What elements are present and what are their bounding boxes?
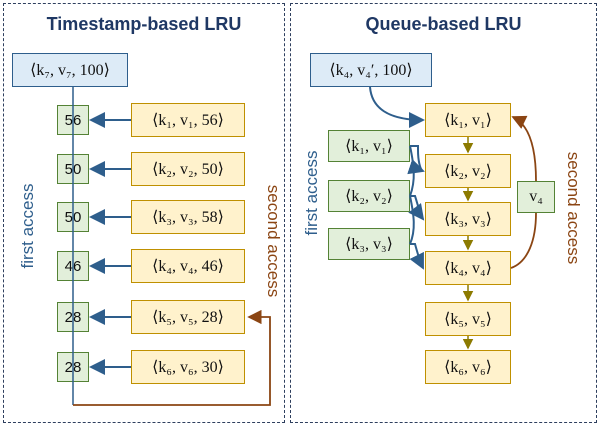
- timestamp-box: 28: [57, 302, 89, 332]
- queue-item: ⟨k₄, v₄⟩: [425, 251, 511, 285]
- first-access-item: ⟨k₂, v₂⟩: [328, 180, 410, 212]
- left-first-access-label: first access: [18, 183, 37, 269]
- first-access-item: ⟨k₁, v₁⟩: [328, 130, 410, 162]
- timestamp-lru-panel: Timestamp-based LRU: [3, 3, 285, 423]
- v4-box: v₄: [517, 181, 555, 213]
- left-kv-entry: ⟨k₅, v₅, 28⟩: [131, 300, 245, 334]
- left-kv-entry: ⟨k₂, v₂, 50⟩: [131, 152, 245, 186]
- timestamp-box: 56: [57, 105, 89, 135]
- queue-lru-title: Queue-based LRU: [365, 14, 522, 34]
- timestamp-box: 50: [57, 154, 89, 184]
- timestamp-box: 28: [57, 352, 89, 382]
- left-kv-entry: ⟨k₃, v₃, 58⟩: [131, 200, 245, 234]
- left-kv-entry: ⟨k₁, v₁, 56⟩: [131, 103, 245, 137]
- first-access-item: ⟨k₃, v₃⟩: [328, 228, 410, 260]
- left-second-access-label: second access: [264, 184, 283, 298]
- timestamp-lru-title: Timestamp-based LRU: [46, 14, 242, 34]
- left-kv-entry: ⟨k₄, v₄, 46⟩: [131, 249, 245, 283]
- timestamp-box: 50: [57, 202, 89, 232]
- queue-item: ⟨k₂, v₂⟩: [425, 154, 511, 188]
- right-top-entry: ⟨k₄, v₄′, 100⟩: [310, 53, 432, 87]
- right-first-access-label: first access: [302, 150, 321, 236]
- right-second-access-label: second access: [564, 151, 583, 265]
- queue-item: ⟨k₃, v₃⟩: [425, 202, 511, 236]
- queue-lru-panel: Queue-based LRU: [290, 3, 597, 423]
- queue-item: ⟨k₆, v₆⟩: [425, 350, 511, 384]
- left-top-entry: ⟨k₇, v₇, 100⟩: [12, 53, 128, 87]
- left-kv-entry: ⟨k₆, v₆, 30⟩: [131, 350, 245, 384]
- timestamp-box: 46: [57, 251, 89, 281]
- queue-item: ⟨k₅, v₅⟩: [425, 302, 511, 336]
- queue-item: ⟨k₁, v₁⟩: [425, 103, 511, 137]
